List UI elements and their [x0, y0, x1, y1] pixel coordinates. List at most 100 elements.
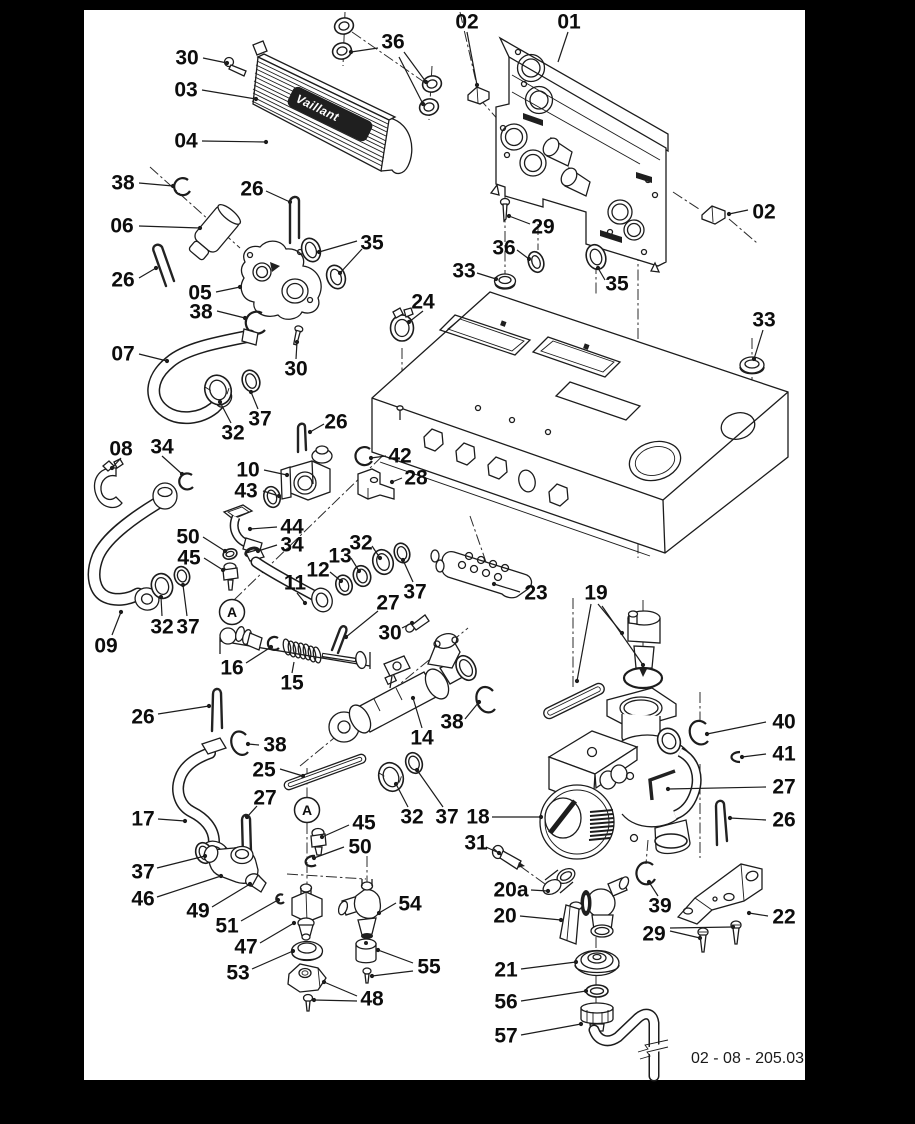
part-callout-53: 53 — [226, 962, 249, 985]
part-callout-25: 25 — [252, 759, 276, 782]
leader-line — [398, 56, 424, 105]
leader-line — [520, 1023, 582, 1036]
clamp-part-24 — [389, 307, 415, 420]
leader-dot — [253, 96, 259, 102]
leader-dot — [268, 644, 274, 650]
valve-part-10 — [280, 445, 333, 501]
part-callout-04: 04 — [174, 130, 198, 153]
part-callout-26: 26 — [111, 269, 134, 292]
nut-part-32-pipe09 — [150, 572, 174, 600]
leader-line — [377, 949, 414, 964]
leader-line — [240, 899, 279, 922]
part-callout-19: 19 — [584, 582, 607, 605]
leader-line — [157, 818, 186, 822]
part-callout-38: 38 — [111, 172, 135, 195]
part-callout-38: 38 — [440, 711, 464, 734]
part-callout-37: 37 — [248, 408, 271, 431]
leader-dot — [726, 211, 732, 217]
leader-dot — [595, 265, 601, 271]
leader-line — [408, 310, 424, 323]
leader-line — [557, 31, 569, 63]
bracket-part-28 — [357, 468, 395, 500]
filter-part-55 — [355, 938, 377, 984]
part-callout-37: 37 — [131, 861, 154, 884]
pin-part-26-pipe17 — [210, 687, 224, 733]
part-callout-27: 27 — [772, 776, 795, 799]
part-callout-20: 20 — [493, 905, 516, 928]
leader-line — [216, 310, 246, 319]
part-callout-12: 12 — [306, 559, 329, 582]
part-callout-37: 37 — [403, 581, 426, 604]
part-callout-20a: 20a — [493, 879, 528, 902]
oring-part-36-lower — [527, 250, 545, 274]
leader-dot — [224, 60, 230, 66]
part-callout-15: 15 — [280, 672, 304, 695]
leader-dot — [697, 935, 703, 941]
leader-dot — [343, 634, 349, 640]
detail-marker-circle — [218, 598, 246, 626]
leader-dot — [242, 315, 248, 321]
grommet-part-33-right — [739, 356, 765, 375]
leader-dot — [348, 49, 354, 55]
pin-part-27-pipe17 — [240, 813, 253, 858]
leader-dot — [245, 741, 251, 747]
leader-line — [519, 915, 562, 921]
part-callout-22: 22 — [772, 906, 795, 929]
axis-line — [459, 11, 478, 87]
leader-line — [251, 950, 294, 970]
leader-line — [296, 592, 306, 604]
leader-line — [157, 705, 210, 715]
detail-markers: AA — [218, 598, 321, 824]
leader-dot — [179, 471, 185, 477]
part-callout-41: 41 — [772, 743, 796, 766]
part-callout-03: 03 — [174, 79, 197, 102]
leader-dot — [400, 557, 406, 563]
gasket-strip-part-19 — [543, 682, 605, 720]
leader-dot — [300, 773, 306, 779]
oring-part-38-topleft — [173, 177, 191, 197]
leader-dot — [376, 910, 382, 916]
part-callout-32: 32 — [349, 532, 372, 555]
leader-line — [215, 286, 241, 293]
part-callout-13: 13 — [328, 545, 351, 568]
leader-line — [262, 490, 280, 497]
leader-dot — [311, 997, 317, 1003]
screw-part-31 — [491, 844, 525, 870]
leader-dot — [389, 479, 395, 485]
part-callout-11: 11 — [284, 572, 307, 595]
leader-line — [403, 51, 427, 83]
leader-line — [250, 391, 259, 410]
motor-vent-slots — [588, 809, 615, 841]
burner-block-part-23 — [430, 549, 533, 599]
pipe-part-07 — [147, 328, 259, 425]
axis-line — [672, 191, 700, 210]
leader-dot — [393, 781, 399, 787]
leader-dot — [206, 703, 212, 709]
leader-dot — [294, 339, 300, 345]
valve-part-54 — [337, 879, 382, 939]
leader-line — [201, 140, 267, 143]
leader-dot — [118, 609, 124, 615]
part-callout-29: 29 — [531, 216, 554, 239]
leader-dot — [574, 678, 580, 684]
leader-line — [111, 611, 122, 636]
leader-line — [728, 209, 749, 215]
part-callout-02: 02 — [752, 201, 775, 224]
sensor-part-45-a — [222, 562, 239, 591]
part-callout-06: 06 — [110, 215, 133, 238]
leader-line — [111, 457, 122, 469]
leader-line — [530, 889, 549, 892]
part-callout-24: 24 — [411, 291, 435, 314]
leader-dot — [727, 815, 733, 821]
leader-dot — [237, 284, 243, 290]
leader-line — [412, 697, 423, 729]
part-callout-36: 36 — [381, 31, 404, 54]
part-callout-35: 35 — [605, 273, 629, 296]
spring-part — [282, 638, 322, 664]
part-callout-16: 16 — [220, 657, 243, 680]
part-callout-30: 30 — [284, 358, 307, 381]
leader-line — [466, 31, 478, 86]
leader-dot — [218, 873, 224, 879]
part-callout-07: 07 — [111, 343, 134, 366]
